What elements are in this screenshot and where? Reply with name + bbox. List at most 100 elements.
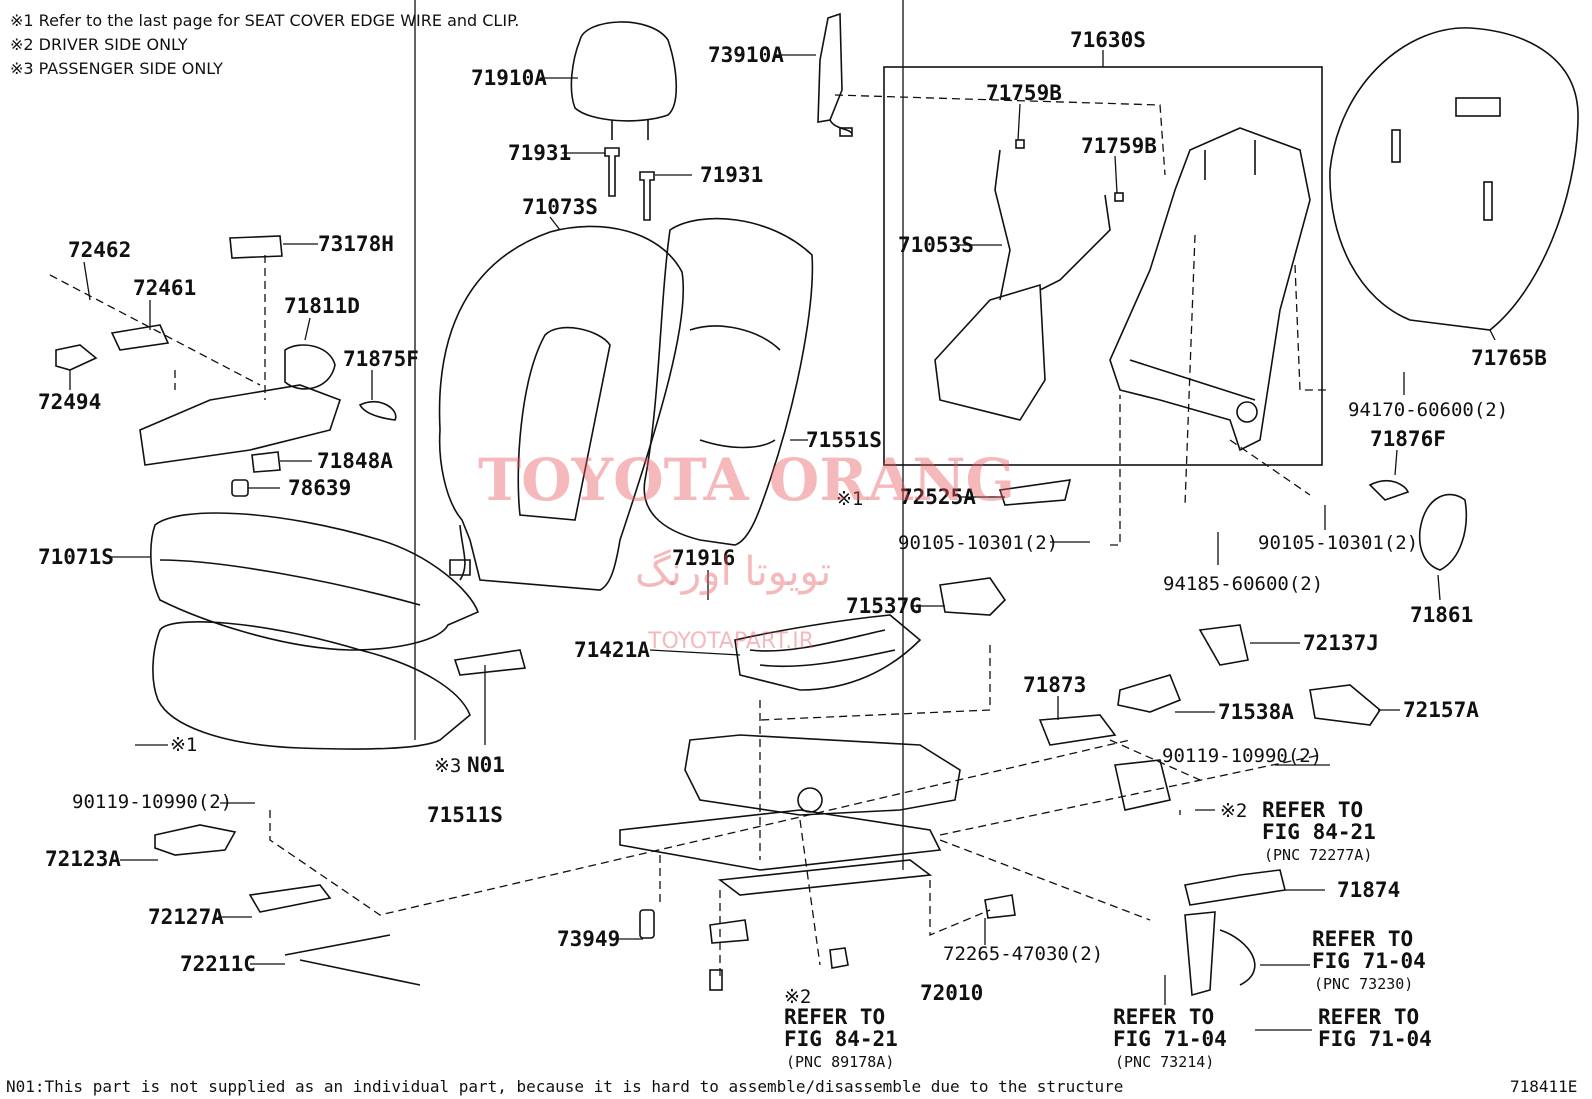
label-71073S: 71073S: [522, 195, 598, 219]
refer-callout-3: REFER TO FIG 84-21 (PNC 89178A): [784, 1005, 898, 1071]
footer: N01:This part is not supplied as an indi…: [6, 1077, 1577, 1096]
ref4-pnc: (PNC 73214): [1115, 1053, 1214, 1071]
lower-parts-drawing: [154, 824, 1016, 991]
mark-note1-upper: ※1: [836, 488, 863, 510]
label-73949: 73949: [557, 927, 620, 951]
label-72265-47030: 72265-47030(2): [943, 943, 1103, 965]
label-90105-10301-right: 90105-10301(2): [1258, 532, 1418, 554]
label-71875F: 71875F: [343, 347, 419, 371]
back-board-drawing: [1329, 27, 1579, 331]
ref1-line1: REFER TO: [1262, 798, 1363, 822]
label-72461: 72461: [133, 276, 196, 300]
label-71876F: 71876F: [1370, 427, 1446, 451]
label-71421A: 71421A: [574, 638, 650, 662]
label-N01: N01: [467, 753, 505, 777]
label-71630S: 71630S: [1070, 28, 1146, 52]
watermark-arabic: تویوتا اورنگ: [635, 549, 831, 595]
headrest-guide-drawing: [604, 147, 655, 221]
part-labels: 71910A 71931 71931 73910A 71630S 71759B …: [38, 28, 1547, 1005]
mark-note1-lower: ※1: [170, 734, 197, 756]
note-1: ※1 Refer to the last page for SEAT COVER…: [10, 11, 519, 30]
note-2: ※2 DRIVER SIDE ONLY: [10, 35, 188, 54]
label-71511S: 71511S: [427, 803, 503, 827]
label-71759B-left: 71759B: [986, 81, 1062, 105]
label-71931-right: 71931: [700, 163, 763, 187]
note-3: ※3 PASSENGER SIDE ONLY: [10, 59, 223, 78]
figure-id: 718411E: [1510, 1077, 1577, 1096]
label-71551S: 71551S: [806, 428, 882, 452]
recliner-cover-drawing: [55, 235, 397, 497]
label-72494: 72494: [38, 390, 101, 414]
ref3-pnc: (PNC 89178A): [786, 1053, 894, 1071]
ref1-pnc: (PNC 72277A): [1264, 846, 1372, 864]
ref2-line2: FIG 71-04: [1312, 949, 1426, 973]
assembly-lines: [49, 94, 1330, 980]
leader-lines: [69, 0, 1496, 1031]
footer-note: N01:This part is not supplied as an indi…: [6, 1077, 1123, 1096]
label-71811D: 71811D: [284, 294, 360, 318]
seat-track-drawing: [619, 734, 961, 896]
label-72010: 72010: [920, 981, 983, 1005]
ref4-line2: FIG 71-04: [1113, 1027, 1227, 1051]
label-71848A: 71848A: [317, 449, 393, 473]
ref2-line1: REFER TO: [1312, 927, 1413, 951]
watermark-latin: TOYOTA ORANG: [478, 446, 1015, 514]
right-side-parts-drawing: [939, 479, 1468, 997]
label-71873: 71873: [1023, 673, 1086, 697]
lumbar-support-drawing: [934, 139, 1124, 421]
seat-spring-drawing: [734, 614, 922, 691]
label-72462: 72462: [68, 238, 131, 262]
label-71861: 71861: [1410, 603, 1473, 627]
seatback-frame-assembly-box: [883, 66, 1323, 466]
ref5-line1: REFER TO: [1318, 1005, 1419, 1029]
label-90105-10301-left: 90105-10301(2): [898, 532, 1058, 554]
label-71537G: 71537G: [846, 594, 922, 618]
seatback-pad-drawing: [643, 217, 814, 546]
cushion-cover-drawing: [150, 512, 480, 651]
notes-block: ※1 Refer to the last page for SEAT COVER…: [10, 11, 519, 78]
refer-callout-2: REFER TO FIG 71-04 (PNC 73230): [1312, 927, 1426, 993]
label-71916: 71916: [672, 546, 735, 570]
label-72137J: 72137J: [1303, 631, 1379, 655]
ref5-line2: FIG 71-04: [1318, 1027, 1432, 1051]
label-72211C: 72211C: [180, 952, 256, 976]
label-71071S: 71071S: [38, 545, 114, 569]
ref2-pnc: (PNC 73230): [1314, 975, 1413, 993]
seatback-cover-drawing: [438, 225, 685, 591]
label-90119-10990-right: 90119-10990(2): [1162, 745, 1322, 767]
mark-note2-lower: ※2: [784, 986, 811, 1008]
side-sensor-drawing: [817, 12, 853, 137]
label-94170-60600: 94170-60600(2): [1348, 399, 1508, 421]
label-94185-60600: 94185-60600(2): [1163, 573, 1323, 595]
label-78639: 78639: [288, 476, 351, 500]
label-73910A: 73910A: [708, 43, 784, 67]
label-71538A: 71538A: [1218, 700, 1294, 724]
label-72123A: 72123A: [45, 847, 121, 871]
label-73178H: 73178H: [318, 232, 394, 256]
mark-note2-right: ※2: [1220, 800, 1247, 822]
label-72157A: 72157A: [1403, 698, 1479, 722]
refer-callout-1: REFER TO FIG 84-21 (PNC 72277A): [1262, 798, 1376, 864]
label-71759B-right: 71759B: [1081, 134, 1157, 158]
watermark: TOYOTA ORANG تویوتا اورنگ TOYOTAPART.IR: [478, 446, 1015, 654]
ref1-line2: FIG 84-21: [1262, 820, 1376, 844]
label-72127A: 72127A: [148, 905, 224, 929]
ref3-line2: FIG 84-21: [784, 1027, 898, 1051]
refer-callout-4: REFER TO FIG 71-04 (PNC 73214): [1113, 1005, 1227, 1071]
label-71910A: 71910A: [471, 66, 547, 90]
headrest-drawing: [570, 21, 678, 140]
label-71765B: 71765B: [1471, 346, 1547, 370]
label-71053S: 71053S: [898, 233, 974, 257]
reference-marks: ※1 ※1 ※2 ※2 ※3: [170, 488, 1247, 1008]
cushion-pad-drawing: [152, 621, 527, 750]
label-72525A: 72525A: [900, 485, 976, 509]
ref3-line1: REFER TO: [784, 1005, 885, 1029]
ref4-line1: REFER TO: [1113, 1005, 1214, 1029]
refer-callout-5: REFER TO FIG 71-04: [1318, 1005, 1432, 1051]
label-71931-left: 71931: [508, 141, 571, 165]
mark-note3: ※3: [434, 755, 461, 777]
seatback-frame-drawing: [1109, 127, 1311, 452]
label-71874: 71874: [1337, 878, 1400, 902]
watermark-url: TOYOTAPART.IR: [647, 629, 814, 654]
